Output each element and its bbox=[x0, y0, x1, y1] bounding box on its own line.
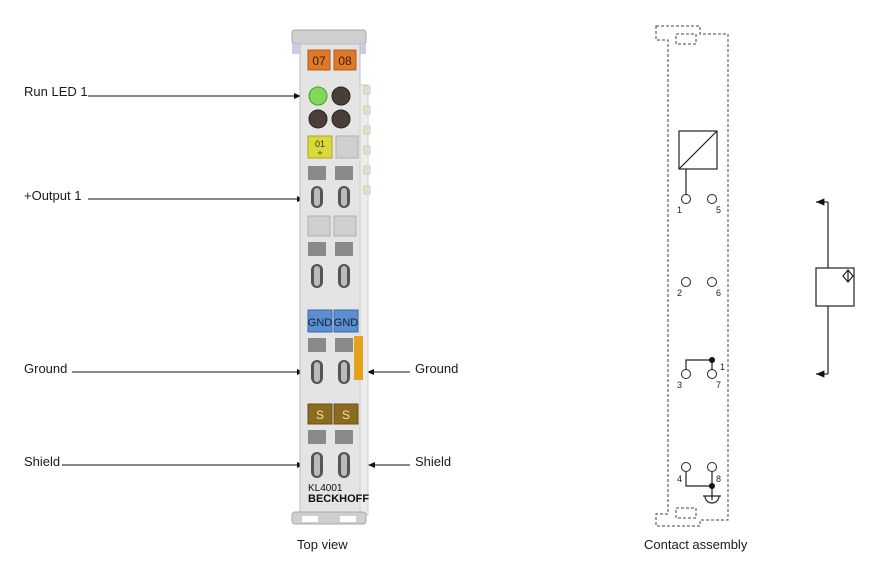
tag-07-text: 07 bbox=[312, 54, 326, 68]
led-2 bbox=[331, 86, 351, 106]
svg-text:5: 5 bbox=[716, 205, 721, 215]
caption-contact-assembly: Contact assembly bbox=[644, 537, 748, 552]
terminal-module: 07 08 01 + bbox=[291, 29, 371, 525]
contact-group-4 bbox=[308, 430, 353, 478]
svg-text:3: 3 bbox=[677, 380, 682, 390]
tag-08 bbox=[333, 49, 357, 71]
tag-07 bbox=[307, 49, 331, 71]
callout-shield-right: Shield bbox=[415, 454, 452, 469]
svg-text:4: 4 bbox=[677, 474, 682, 484]
ground-bridge bbox=[685, 359, 713, 370]
svg-text:8: 8 bbox=[716, 474, 721, 484]
svg-text:7: 7 bbox=[716, 380, 721, 390]
callout-shield-left: Shield bbox=[24, 454, 61, 469]
shield-node bbox=[709, 483, 715, 489]
pin-labels: 1 5 2 6 3 7 1 4 8 bbox=[677, 205, 725, 484]
callout-ground-left: Ground bbox=[24, 361, 68, 376]
tag-shield-right bbox=[333, 403, 359, 425]
tag-gnd-left bbox=[307, 309, 333, 333]
tag-output bbox=[307, 135, 333, 159]
tag-08-text: 08 bbox=[338, 54, 352, 68]
svg-text:01: 01 bbox=[315, 139, 325, 149]
svg-text:S: S bbox=[342, 408, 350, 422]
contact-group-2 bbox=[308, 242, 353, 288]
callout-run-led: Run LED 1 bbox=[24, 84, 88, 99]
gnd-left-text: GND bbox=[308, 317, 333, 329]
svg-text:6: 6 bbox=[716, 288, 721, 298]
converter-symbol bbox=[678, 130, 718, 194]
actuator-symbol bbox=[815, 198, 855, 378]
svg-text:1: 1 bbox=[677, 205, 682, 215]
svg-text:2: 2 bbox=[677, 288, 682, 298]
svg-text:+: + bbox=[317, 148, 322, 158]
contact-group-1 bbox=[308, 166, 353, 208]
svg-text:1: 1 bbox=[720, 362, 725, 372]
caption-top-view: Top view bbox=[297, 537, 348, 552]
callout-output: +Output 1 bbox=[24, 188, 82, 203]
contact-group-3 bbox=[308, 336, 363, 384]
model-text: KL4001 bbox=[308, 483, 343, 494]
brand-text: BECKHOFF bbox=[308, 493, 369, 505]
svg-text:S: S bbox=[316, 408, 324, 422]
tag-gnd-right bbox=[333, 309, 359, 333]
contact-pins bbox=[681, 194, 717, 472]
contact-outline bbox=[655, 25, 729, 527]
bridge-node bbox=[709, 357, 715, 363]
ground-bar bbox=[354, 336, 363, 380]
run-led bbox=[308, 86, 328, 106]
gnd-right-text: GND bbox=[334, 317, 359, 329]
tag-shield-left bbox=[307, 403, 333, 425]
led-3 bbox=[308, 109, 328, 129]
led-4 bbox=[331, 109, 351, 129]
callout-ground-right: Ground bbox=[415, 361, 459, 376]
shield-bridge bbox=[685, 472, 721, 504]
